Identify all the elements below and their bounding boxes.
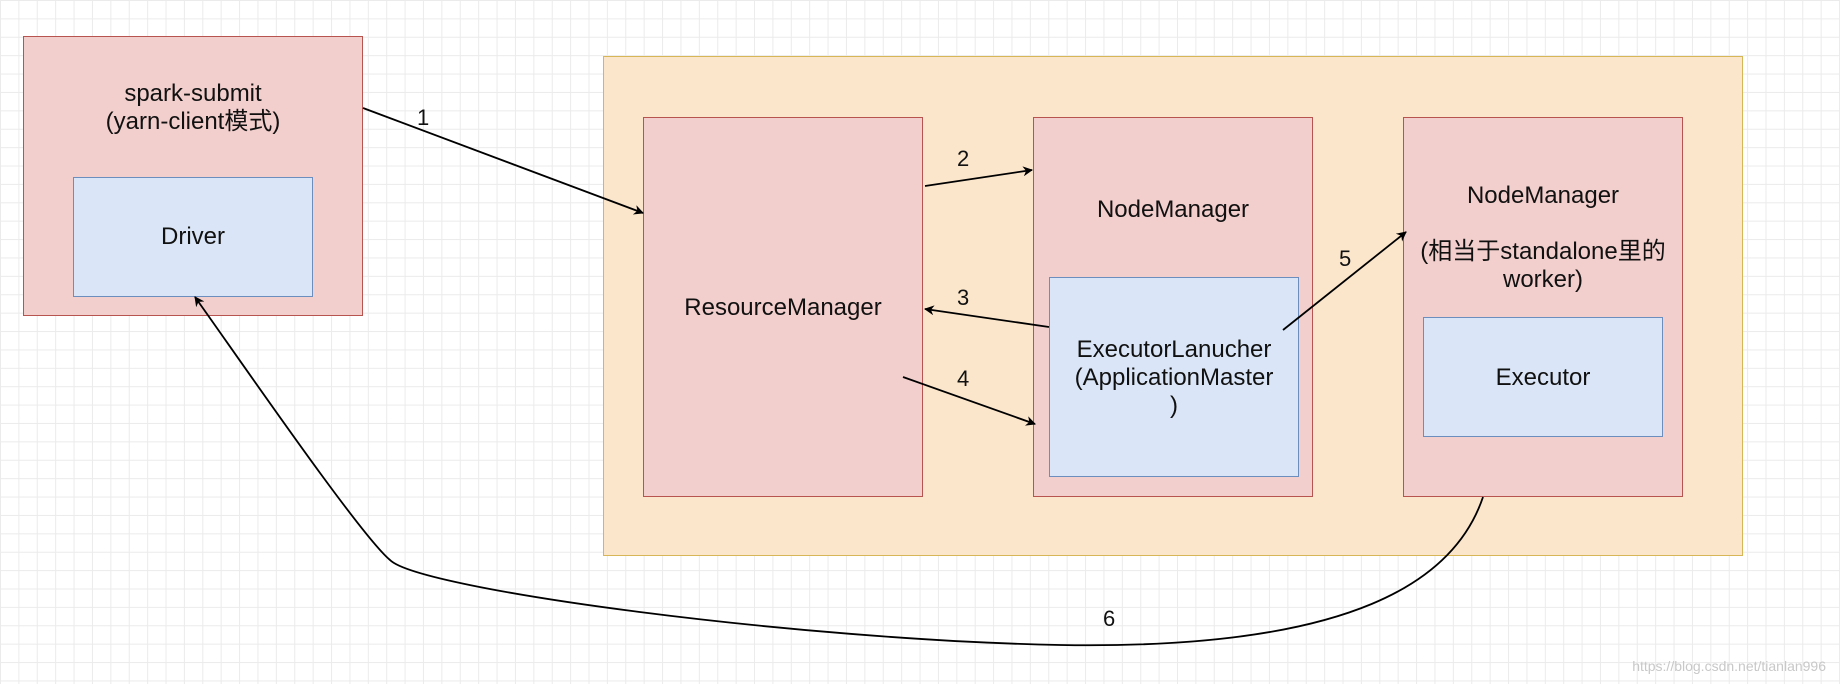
edge-5-line [1282, 231, 1407, 331]
node-manager-2-subtitle: (相当于standalone里的 worker) [1420, 238, 1666, 293]
executor-box [1423, 317, 1663, 437]
edge-5-label: 5 [1339, 246, 1352, 271]
edge-1-label: 1 [417, 105, 430, 130]
edge-4-line [902, 376, 1036, 426]
executor-label: Executor [1495, 364, 1591, 391]
resource-manager-label: ResourceManager [684, 294, 882, 321]
edge-3-line [924, 305, 1050, 328]
driver-label: Driver [161, 223, 225, 250]
edge-1-line [362, 107, 644, 215]
spark-submit-subtitle: (yarn-client模式) [105, 108, 281, 135]
executor-launcher-label: ExecutorLanucher (ApplicationMaster ) [1074, 336, 1274, 419]
executor-launcher-box [1049, 277, 1299, 477]
node-manager-2-title: NodeManager [1466, 182, 1620, 209]
driver-box [73, 177, 313, 297]
node-manager-1-label: NodeManager [1096, 196, 1250, 223]
edge-6-label: 6 [1103, 606, 1116, 631]
edge-2-line [924, 166, 1033, 187]
watermark: https://blog.csdn.net/tianlan996 [1632, 658, 1826, 674]
edge-6-line [194, 296, 1484, 647]
edge-2-label: 2 [957, 146, 970, 171]
resource-manager-box [643, 117, 923, 497]
edge-4-label: 4 [957, 366, 970, 391]
spark-submit-title: spark-submit [124, 80, 262, 107]
edge-3-label: 3 [957, 285, 970, 310]
